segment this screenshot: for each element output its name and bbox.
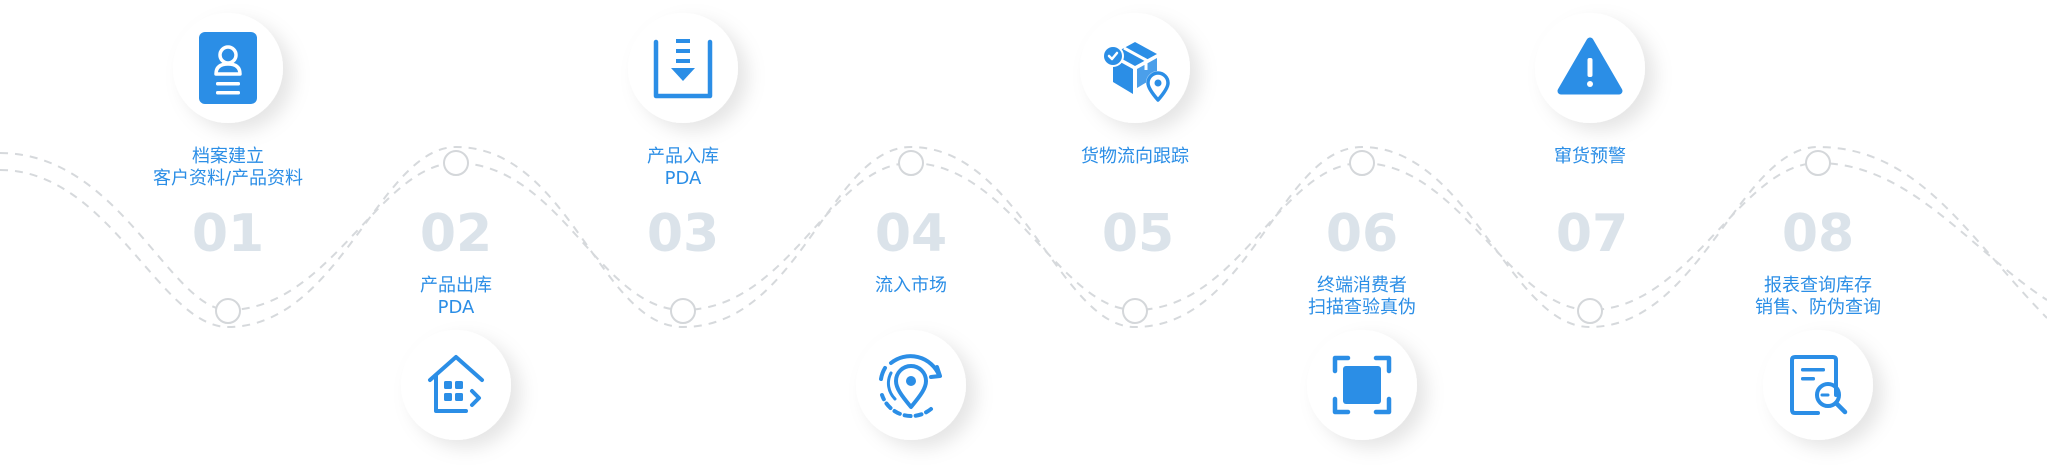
step-labels: 档案建立 客户资料/产品资料 产品出库 PDA 产品入库 PDA 流入市场 货物… bbox=[153, 146, 1881, 318]
step-number-05: 05 bbox=[1102, 204, 1174, 264]
step-03-subtitle: PDA bbox=[665, 168, 702, 189]
step-01-title: 档案建立 bbox=[192, 146, 264, 167]
report-search-icon bbox=[1790, 355, 1848, 415]
node-marker-06 bbox=[1349, 150, 1375, 176]
node-marker-08 bbox=[1805, 150, 1831, 176]
step-05-title: 货物流向跟踪 bbox=[1081, 146, 1189, 167]
step-02-subtitle: PDA bbox=[438, 297, 475, 318]
step-08-title: 报表查询库存 bbox=[1764, 275, 1872, 296]
node-marker-03 bbox=[670, 298, 696, 324]
profile-card-icon bbox=[199, 32, 257, 104]
step-06-icon-disc bbox=[1307, 330, 1417, 440]
step-03-icon-disc bbox=[628, 13, 738, 123]
step-05-icon-disc bbox=[1080, 13, 1190, 123]
warehouse-out-icon bbox=[428, 355, 484, 413]
warning-icon bbox=[1557, 37, 1623, 95]
node-marker-01 bbox=[215, 298, 241, 324]
package-tracking-icon bbox=[1102, 42, 1171, 104]
step-number-01: 01 bbox=[192, 204, 264, 264]
step-01-icon-disc bbox=[173, 13, 283, 123]
wave-line-upper bbox=[0, 152, 2047, 312]
step-08-icon-disc bbox=[1763, 330, 1873, 440]
node-marker-04 bbox=[898, 150, 924, 176]
wave-lines bbox=[0, 145, 2047, 329]
step-number-08: 08 bbox=[1782, 204, 1854, 264]
step-04-icon-disc bbox=[856, 330, 966, 440]
step-number-07: 07 bbox=[1556, 204, 1628, 264]
icon-discs bbox=[173, 13, 1873, 440]
step-02-title: 产品出库 bbox=[420, 275, 492, 296]
step-04-title: 流入市场 bbox=[875, 275, 947, 296]
step-03-title: 产品入库 bbox=[647, 146, 719, 167]
node-marker-02 bbox=[443, 150, 469, 176]
location-flow-icon bbox=[879, 354, 942, 418]
step-08-subtitle: 销售、防伪查询 bbox=[1755, 297, 1881, 318]
step-number-06: 06 bbox=[1326, 204, 1398, 264]
node-marker-07 bbox=[1577, 298, 1603, 324]
scan-frame-icon bbox=[1332, 355, 1392, 415]
step-06-title: 终端消费者 bbox=[1317, 275, 1407, 296]
inbox-download-icon bbox=[653, 39, 713, 99]
step-number-02: 02 bbox=[420, 204, 492, 264]
step-06-subtitle: 扫描查验真伪 bbox=[1308, 297, 1416, 318]
wave-line-lower bbox=[0, 145, 2047, 329]
step-number-03: 03 bbox=[647, 204, 719, 264]
node-marker-05 bbox=[1122, 298, 1148, 324]
step-01-subtitle: 客户资料/产品资料 bbox=[153, 168, 303, 189]
step-02-icon-disc bbox=[401, 330, 511, 440]
step-07-icon-disc bbox=[1535, 13, 1645, 123]
node-markers bbox=[215, 150, 1831, 324]
step-number-04: 04 bbox=[875, 204, 947, 264]
step-numbers: 01 02 03 04 05 06 07 08 bbox=[192, 204, 1854, 264]
step-07-title: 窜货预警 bbox=[1554, 146, 1626, 167]
